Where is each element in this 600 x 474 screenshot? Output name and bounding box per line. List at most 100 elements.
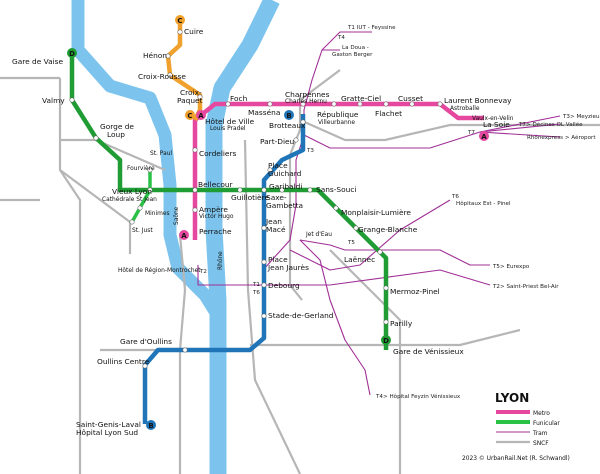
metro-a-track [192, 101, 484, 240]
label-stade-de-gerland: Stade-de-Gerland [268, 311, 334, 320]
badge-a-perrache-letter: A [181, 232, 187, 240]
station-marker-cuire [177, 29, 183, 35]
label-gorge-de-loup-2: Loup [107, 130, 125, 139]
station-marker-gare-doullins [182, 347, 188, 353]
legend-label-tram: Tram [532, 431, 548, 437]
tram-label-t4-feyzin: T4> Hôpital Feyzin Vénissieux [375, 393, 461, 400]
station-marker-cordeliers [192, 147, 198, 153]
label-st-paul: St. Paul [150, 151, 172, 157]
station-marker-place-jean-jaures [261, 259, 267, 265]
tram-label-t1-iut: T1 IUT - Feyssine [347, 25, 396, 31]
label-gorge-de-loup-1: Gorge de [100, 122, 134, 131]
metro-b-track [142, 114, 306, 424]
metro-d-track [69, 56, 389, 350]
badge-a-hdv-letter: A [198, 112, 204, 120]
rhone-label: Rhône [217, 251, 224, 270]
metro-line-c [165, 22, 203, 122]
line-badges: D C C A B A A D B [67, 15, 489, 430]
tram-t1 [262, 31, 372, 285]
sncf-line [299, 118, 600, 142]
tram-t5 [299, 239, 490, 266]
tram-label-t5: T5 [347, 240, 355, 246]
badge-c-cuire-letter: C [177, 17, 182, 25]
station-marker-foch [225, 101, 231, 107]
station-marker-oullins-centre [142, 363, 148, 369]
label-ampere: Ampère [199, 205, 228, 214]
label-republique-sub: Villeurbanne [318, 120, 355, 126]
badge-b-charpennes-letter: B [286, 112, 291, 120]
station-marker-republique [331, 101, 337, 107]
label-croix-paquet-1: Croix- [180, 88, 202, 97]
station-marker-bellecour [192, 187, 198, 193]
station-marker-monplaisir [333, 205, 339, 211]
badge-a-soie-letter: A [481, 133, 487, 141]
label-gare-doullins: Gare d'Oullins [120, 337, 172, 346]
label-debourg: Debourg [268, 281, 300, 290]
legend: Metro Funicular Tram SNCF [496, 410, 560, 447]
tram-label-t2: T2 [199, 269, 207, 275]
label-massena: Masséna [248, 108, 280, 117]
badge-b-saint-genis [146, 420, 156, 430]
label-henon: Hénon [143, 51, 167, 60]
label-jet-deau: Jet d'Eau [305, 232, 332, 238]
label-hotel-de-region: Hôtel de Région-Montrochet [118, 267, 201, 274]
station-marker-brotteaux [300, 119, 306, 125]
station-marker-fourviere [147, 167, 153, 173]
sncf-line [58, 78, 82, 474]
label-cordeliers: Cordeliers [199, 149, 237, 158]
label-valmy: Valmy [42, 96, 65, 105]
label-bellecour: Bellecour [198, 180, 234, 189]
tram-label-la-doua-1: La Doua - [342, 45, 369, 51]
label-place-guichard-2: Guichard [268, 169, 302, 178]
label-jean-mace-1: Jean [265, 217, 282, 226]
tram-label-t6: T6 [252, 290, 260, 296]
tram-labels: T1 IUT - Feyssine T4 La Doua - Gaston Be… [199, 25, 600, 400]
label-gratte-ciel: Gratte-Ciel [341, 94, 381, 103]
station-marker-ampere [192, 207, 198, 213]
station-marker-cusset [409, 101, 415, 107]
tram-label-t1: T1 [252, 282, 260, 288]
label-brotteaux: Brotteaux [269, 121, 306, 130]
legend-label-sncf: SNCF [533, 441, 549, 447]
station-marker-flachet [383, 101, 389, 107]
label-mermoz-pinel: Mermoz-Pinel [390, 287, 440, 296]
badge-d-vaise-letter: D [69, 50, 75, 58]
label-republique: République [317, 110, 359, 119]
rhone-river [205, 0, 280, 474]
tram-t3 [303, 115, 561, 149]
tram-label-t7-decines: T7> Décines OL Vallée [518, 121, 583, 128]
credit-text: 2023 © UrbanRail.Net (R. Schwandl) [462, 455, 570, 462]
badge-b-saint-genis-letter: B [148, 422, 153, 430]
badge-a-perrache [179, 230, 189, 240]
label-croix-rousse: Croix-Rousse [138, 72, 186, 81]
label-laurent-bonnevay: Laurent Bonnevay [444, 96, 512, 105]
label-gare-de-venissieux: Gare de Vénissieux [393, 347, 464, 356]
station-marker-laurent-bonnevay [437, 101, 443, 107]
station-marker-gratte-ciel [357, 101, 363, 107]
station-marker-minimes [137, 205, 143, 211]
station-marker-charpennes [300, 101, 306, 107]
label-saint-genis-2: Hôpital Lyon Sud [76, 428, 138, 437]
label-vieux-lyon-sub: Cathédrale St Jean [102, 196, 157, 203]
label-vaulx-en-velin-2: La Soie [483, 120, 510, 129]
badge-a-soie [479, 131, 489, 141]
station-labels: Cuire Hénon Croix-Rousse Croix- Paquet G… [12, 27, 514, 437]
sncf-line [299, 69, 341, 101]
label-laurent-bonnevay-sub: Astroballe [450, 106, 480, 112]
label-oullins-centre: Oullins Centre [97, 357, 150, 366]
label-vieux-lyon: Vieux Lyon [112, 187, 152, 196]
station-marker-debourg [261, 282, 267, 288]
label-jean-mace-2: Macé [266, 225, 286, 234]
tram-label-rhonexpress: Rhônexpress > Aéroport [527, 134, 596, 141]
label-ampere-sub: Victor Hugo [199, 214, 234, 220]
label-minimes: Minimes [145, 211, 170, 217]
map-title: LYON [495, 391, 529, 405]
tram-label-hopitaux-est: Hôpitaux Est - Pinel [456, 200, 511, 207]
badge-a-hdv [196, 110, 206, 120]
legend-label-funicular: Funicular [533, 421, 560, 427]
tram-label-t2-saint-priest: T2> Saint-Priest Bel-Air [492, 284, 559, 290]
station-marker-croix-rousse [167, 72, 173, 78]
tram-label-t4-top: T4 [337, 35, 345, 41]
station-marker-sans-souci [307, 187, 313, 193]
label-saint-genis-1: Saint-Genis-Laval [76, 420, 141, 429]
